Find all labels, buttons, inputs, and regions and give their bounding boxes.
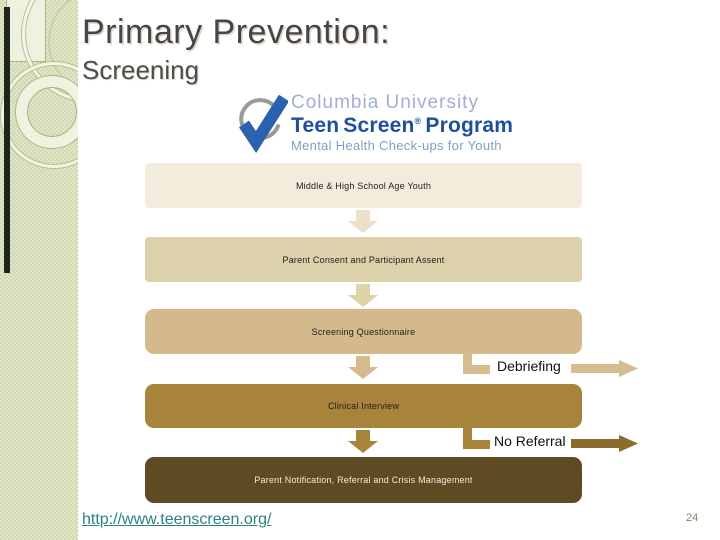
flow-box-notification: Parent Notification, Referral and Crisis…	[145, 457, 582, 503]
logo-tagline: Mental Health Check-ups for Youth	[291, 138, 502, 153]
page-number: 24	[686, 512, 699, 524]
no-referral-label: No Referral	[494, 433, 566, 449]
checkmark-circle-icon	[239, 94, 288, 153]
flow-box-consent-label: Parent Consent and Participant Assent	[282, 254, 445, 265]
flow-box-questionnaire: Screening Questionnaire	[145, 309, 582, 354]
debriefing-right-arrow-icon	[571, 360, 638, 377]
down-arrow-1-icon	[348, 210, 378, 233]
flow-box-interview: Clinical Interview	[145, 384, 582, 428]
flow-box-youth: Middle & High School Age Youth	[145, 163, 582, 208]
flow-box-questionnaire-label: Screening Questionnaire	[311, 326, 416, 337]
down-arrow-4-icon	[348, 430, 378, 453]
debriefing-elbow-connector	[463, 353, 490, 374]
logo-word-teen: Teen	[291, 114, 340, 137]
logo-university-name: Columbia University	[291, 92, 479, 113]
flow-box-youth-label: Middle & High School Age Youth	[295, 180, 432, 191]
flow-box-consent: Parent Consent and Participant Assent	[145, 237, 582, 282]
slide-subtitle: Screening	[82, 55, 200, 85]
down-arrow-3-icon	[348, 356, 378, 379]
logo-word-screen: Screen	[343, 114, 415, 137]
no-referral-elbow-connector	[463, 428, 490, 449]
debriefing-label: Debriefing	[497, 358, 561, 374]
sidebar-dark-accent-line	[4, 7, 10, 273]
teenscreen-link[interactable]: http://www.teenscreen.org/	[82, 511, 272, 528]
logo-word-program: Program	[425, 114, 514, 137]
sidebar-decoration	[0, 0, 78, 540]
sidebar-ring	[16, 76, 78, 148]
registered-mark: ®	[414, 116, 422, 126]
flow-box-interview-label: Clinical Interview	[327, 401, 400, 411]
no-referral-right-arrow-icon	[571, 435, 638, 452]
slide-title: Primary Prevention:	[82, 13, 391, 51]
down-arrow-2-icon	[348, 284, 378, 307]
flow-box-notification-label: Parent Notification, Referral and Crisis…	[254, 475, 473, 485]
